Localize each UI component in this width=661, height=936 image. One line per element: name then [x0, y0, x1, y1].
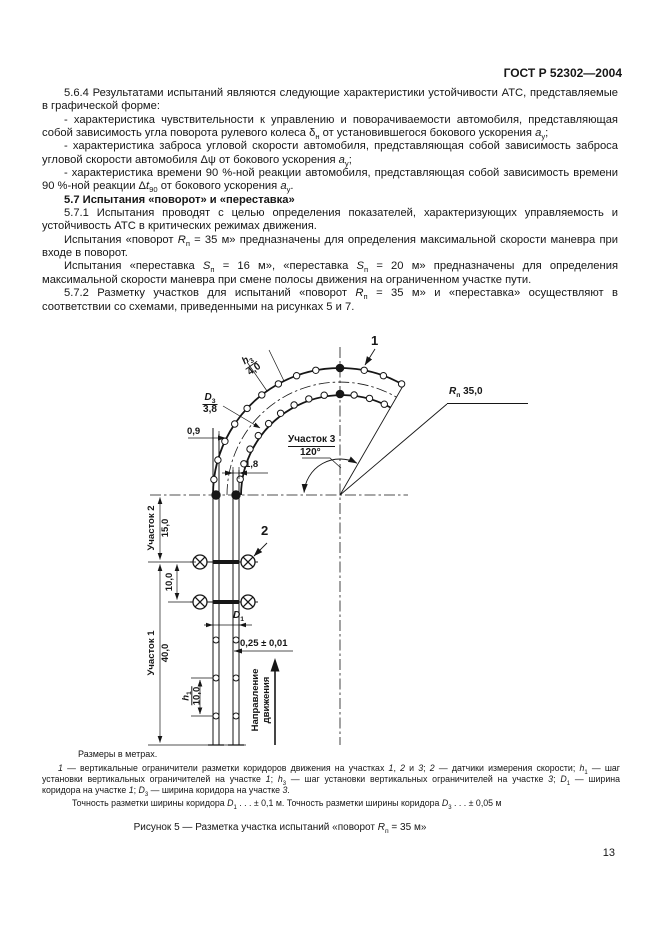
- dimension-lines: [148, 349, 293, 746]
- speed-sensors: [192, 554, 256, 610]
- paragraph-lane-change-test: Испытания «переставка Sп = 16 м», «перес…: [42, 260, 619, 286]
- offset-inner-label: 1,8: [245, 459, 259, 470]
- radius-label: Rп 35,0: [449, 386, 483, 399]
- limiter-markers: [210, 363, 406, 720]
- centerlines: [150, 347, 408, 745]
- angle-120-label: 120°: [300, 447, 321, 458]
- sensor-gap-label: 10,0: [163, 572, 175, 592]
- d3-value: 3,8: [203, 403, 217, 415]
- section1-label: Участок 1: [145, 630, 157, 676]
- figure-legend: 1 — вертикальные ограничители разметки к…: [42, 763, 621, 799]
- direction-label-line2: движения: [261, 676, 272, 724]
- units-note: Размеры в метрах.: [78, 749, 158, 759]
- heading-5-7: 5.7 Испытания «поворот» и «переставка»: [64, 193, 295, 206]
- body-text: 5.6.4 Результатами испытаний являются сл…: [42, 87, 618, 314]
- direction-arrow: [270, 658, 280, 745]
- corridor-straight: [208, 428, 244, 746]
- standard-header: ГОСТ Р 52302—2004: [503, 66, 622, 80]
- tolerance-note: Точность разметки ширины коридора D1 . .…: [72, 798, 502, 811]
- direction-label: Направление движения: [250, 669, 272, 732]
- paragraph-5-7-2: 5.7.2 Разметку участков для испытаний «п…: [42, 287, 618, 313]
- angle-arc: [301, 456, 358, 493]
- line-width-label: 0,25 ± 0,01: [240, 638, 288, 649]
- speed-sensor: [240, 554, 256, 570]
- section2-length-label: 15,0: [159, 518, 171, 538]
- section1-length-label: 40,0: [159, 643, 171, 663]
- section2-label: Участок 2: [145, 505, 157, 551]
- direction-label-line1: Направление: [250, 668, 261, 732]
- paragraph-reaction-characteristic: - характеристика времени 90 %-ной реакци…: [42, 167, 618, 195]
- callout-leaders: [253, 348, 376, 557]
- figure-caption: Рисунок 5 — Разметка участка испытаний «…: [133, 822, 427, 835]
- paragraph-yaw-characteristic: - характеристика заброса угловой скорост…: [42, 140, 618, 168]
- offset-outer-label: 0,9: [187, 426, 201, 437]
- page-number: 13: [602, 847, 615, 859]
- d3-symbol: D3: [202, 392, 218, 405]
- speed-sensor: [192, 594, 208, 610]
- d1-width-label: D1: [233, 610, 245, 623]
- speed-sensor: [240, 594, 256, 610]
- section3-label: Участок 3: [288, 434, 336, 447]
- paragraph-turn-test: Испытания «поворот Rп = 35 м» предназнач…: [42, 233, 618, 260]
- paragraph-5-7-1: 5.7.1 Испытания проводят с целью определ…: [42, 207, 618, 233]
- paragraph-steering-characteristic: - характеристика чувствительности к упра…: [42, 113, 618, 142]
- callout-2-label: 2: [261, 523, 269, 538]
- h1-value: 10,0: [191, 686, 203, 706]
- callout-1-label: 1: [371, 333, 379, 348]
- paragraph-5-6-4: 5.6.4 Результатами испытаний являются сл…: [42, 87, 618, 113]
